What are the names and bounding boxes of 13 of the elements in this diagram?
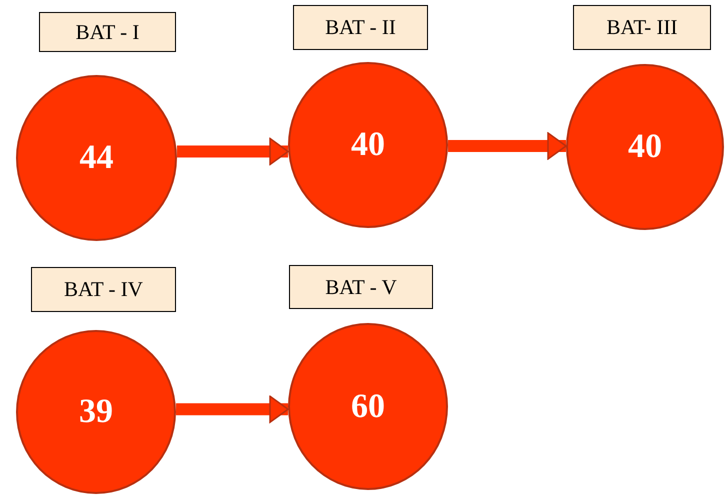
title-label: BAT - IV (31, 267, 176, 312)
value-circle: 39 (16, 330, 176, 494)
arrow (176, 396, 289, 423)
arrow (176, 138, 289, 166)
title-label: BAT - II (293, 5, 428, 50)
value-circle: 44 (16, 75, 177, 241)
title-label: BAT - I (39, 12, 176, 52)
value-circle: 60 (288, 323, 448, 490)
value-circle: 40 (288, 62, 448, 228)
title-label: BAT - V (289, 265, 433, 309)
arrow (448, 132, 567, 160)
value-circle: 40 (566, 64, 724, 230)
title-label: BAT- III (573, 5, 711, 50)
